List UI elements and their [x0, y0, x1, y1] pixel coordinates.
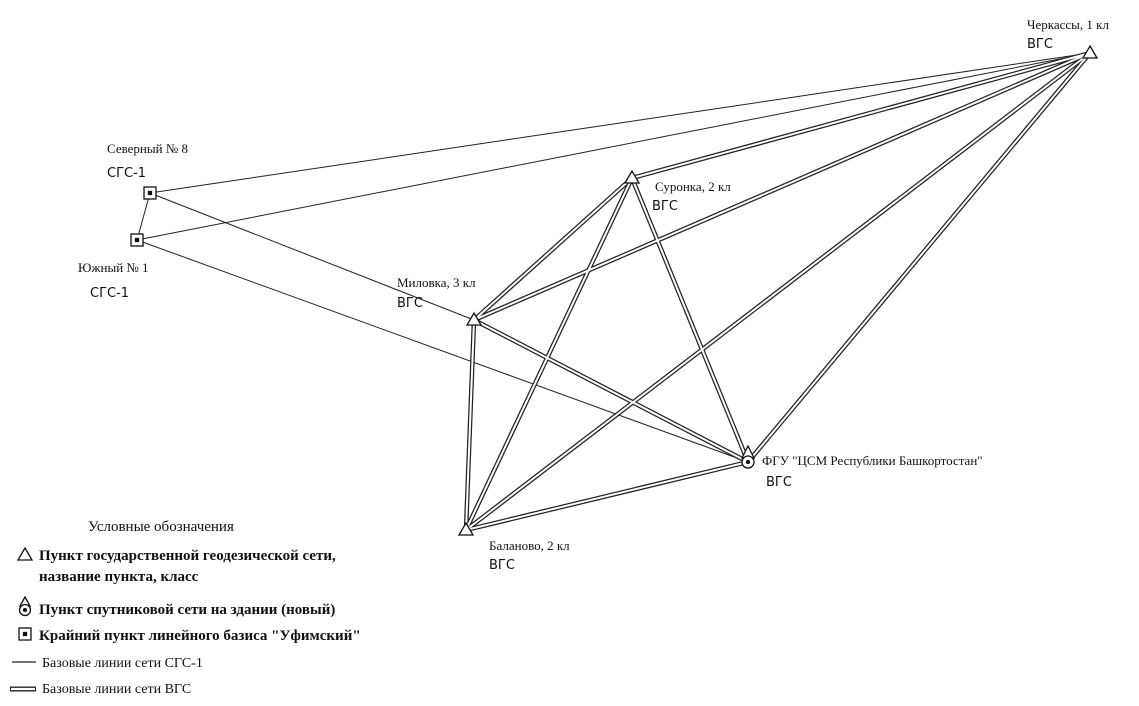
cherkassy-class: ВГС — [1027, 37, 1053, 52]
legend-sgs-lines: Базовые линии сети СГС-1 — [42, 656, 203, 671]
station-markers — [130, 44, 1099, 536]
milovka-class: ВГС — [397, 296, 423, 311]
line-severny-milovka — [149, 192, 475, 321]
legend-triangle-icon — [16, 546, 34, 561]
milovka-name: Миловка, 3 кл — [397, 275, 476, 290]
balanovo-class: ВГС — [489, 558, 515, 573]
legend: Условные обозначения Пункт государственн… — [10, 519, 361, 697]
severny-square-icon — [143, 186, 157, 200]
line-severny-yuzhny — [136, 192, 151, 241]
legend-title: Условные обозначения — [88, 519, 234, 535]
line-yuzhny-cherkassy — [136, 52, 1091, 241]
line-severny-cherkassy — [149, 52, 1091, 194]
severny-name: Северный № 8 — [107, 141, 188, 156]
legend-satellite-point: Пункт спутниковой сети на здании (новый) — [39, 602, 335, 618]
legend-state-point-line1: Пункт государственной геодезической сети… — [39, 548, 336, 564]
fgu-satellite-icon — [740, 444, 756, 469]
legend-state-point-line2: название пункта, класс — [39, 569, 199, 585]
fgu-name: ФГУ "ЦСМ Республики Башкортостан" — [762, 453, 983, 468]
suronka-class: ВГС — [652, 199, 678, 214]
milovka-triangle-icon — [465, 311, 483, 326]
severny-class: СГС-1 — [107, 166, 146, 181]
fgu-class: ВГС — [766, 475, 792, 490]
balanovo-triangle-icon — [457, 521, 475, 536]
yuzhny-name: Южный № 1 — [78, 260, 149, 275]
cherkassy-name: Черкассы, 1 кл — [1027, 17, 1109, 32]
legend-vgs-lines: Базовые линии сети ВГС — [42, 682, 191, 697]
yuzhny-square-icon — [130, 233, 144, 247]
suronka-triangle-icon — [623, 169, 641, 184]
yuzhny-class: СГС-1 — [90, 286, 129, 301]
legend-satellite-icon — [18, 595, 32, 617]
balanovo-name: Баланово, 2 кл — [489, 538, 570, 553]
line-yuzhny-fgu — [136, 239, 749, 463]
legend-square-icon — [18, 627, 32, 641]
cherkassy-triangle-icon — [1081, 44, 1099, 59]
vgs-baselines — [463, 50, 1092, 533]
suronka-name: Суронка, 2 кл — [655, 179, 731, 194]
legend-base-end-point: Крайний пункт линейного базиса "Уфимский… — [39, 628, 361, 644]
